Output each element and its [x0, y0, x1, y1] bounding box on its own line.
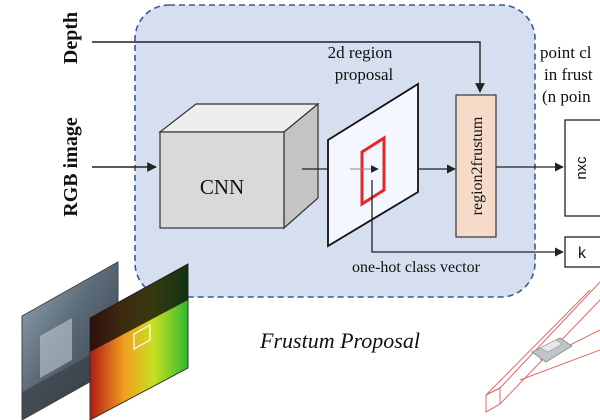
point-cloud-label-line1: point cl: [540, 43, 592, 62]
region2frustum-box: [455, 94, 497, 238]
point-cloud-label-line2: in frust: [544, 65, 593, 84]
k-box: [564, 236, 600, 268]
frustum-wireframe: [485, 281, 600, 413]
region2frustum-label: region2frustum: [469, 116, 486, 215]
cnn-label: CNN: [200, 175, 244, 199]
frustum-proposal-caption: Frustum Proposal: [259, 328, 420, 353]
input-image-stack: [21, 261, 189, 420]
point-cloud-car: [531, 337, 573, 363]
depth-arrow: [92, 41, 485, 93]
rgb-image-label: RGB image: [60, 117, 82, 217]
cnn-block: CNN: [158, 102, 320, 230]
nxc-label: nxc: [573, 156, 590, 180]
proposal-label-line2: proposal: [335, 65, 394, 84]
proposal-plane: [327, 82, 419, 248]
class-vector-label: one-hot class vector: [352, 259, 481, 276]
rgb-photo-detail: [40, 318, 72, 378]
depth-map-dark-top: [90, 264, 188, 352]
point-cloud-label-line3: (n poin: [542, 87, 591, 106]
cnn-cube-front: [159, 131, 285, 229]
nxc-box: [564, 119, 600, 217]
proposal-label-line1: 2d region: [328, 43, 393, 62]
region-box: [360, 135, 386, 207]
class-vector-line: [371, 180, 564, 257]
depth-map-region: [133, 323, 151, 351]
k-label: k: [578, 245, 587, 262]
depth-label: Depth: [60, 12, 82, 64]
